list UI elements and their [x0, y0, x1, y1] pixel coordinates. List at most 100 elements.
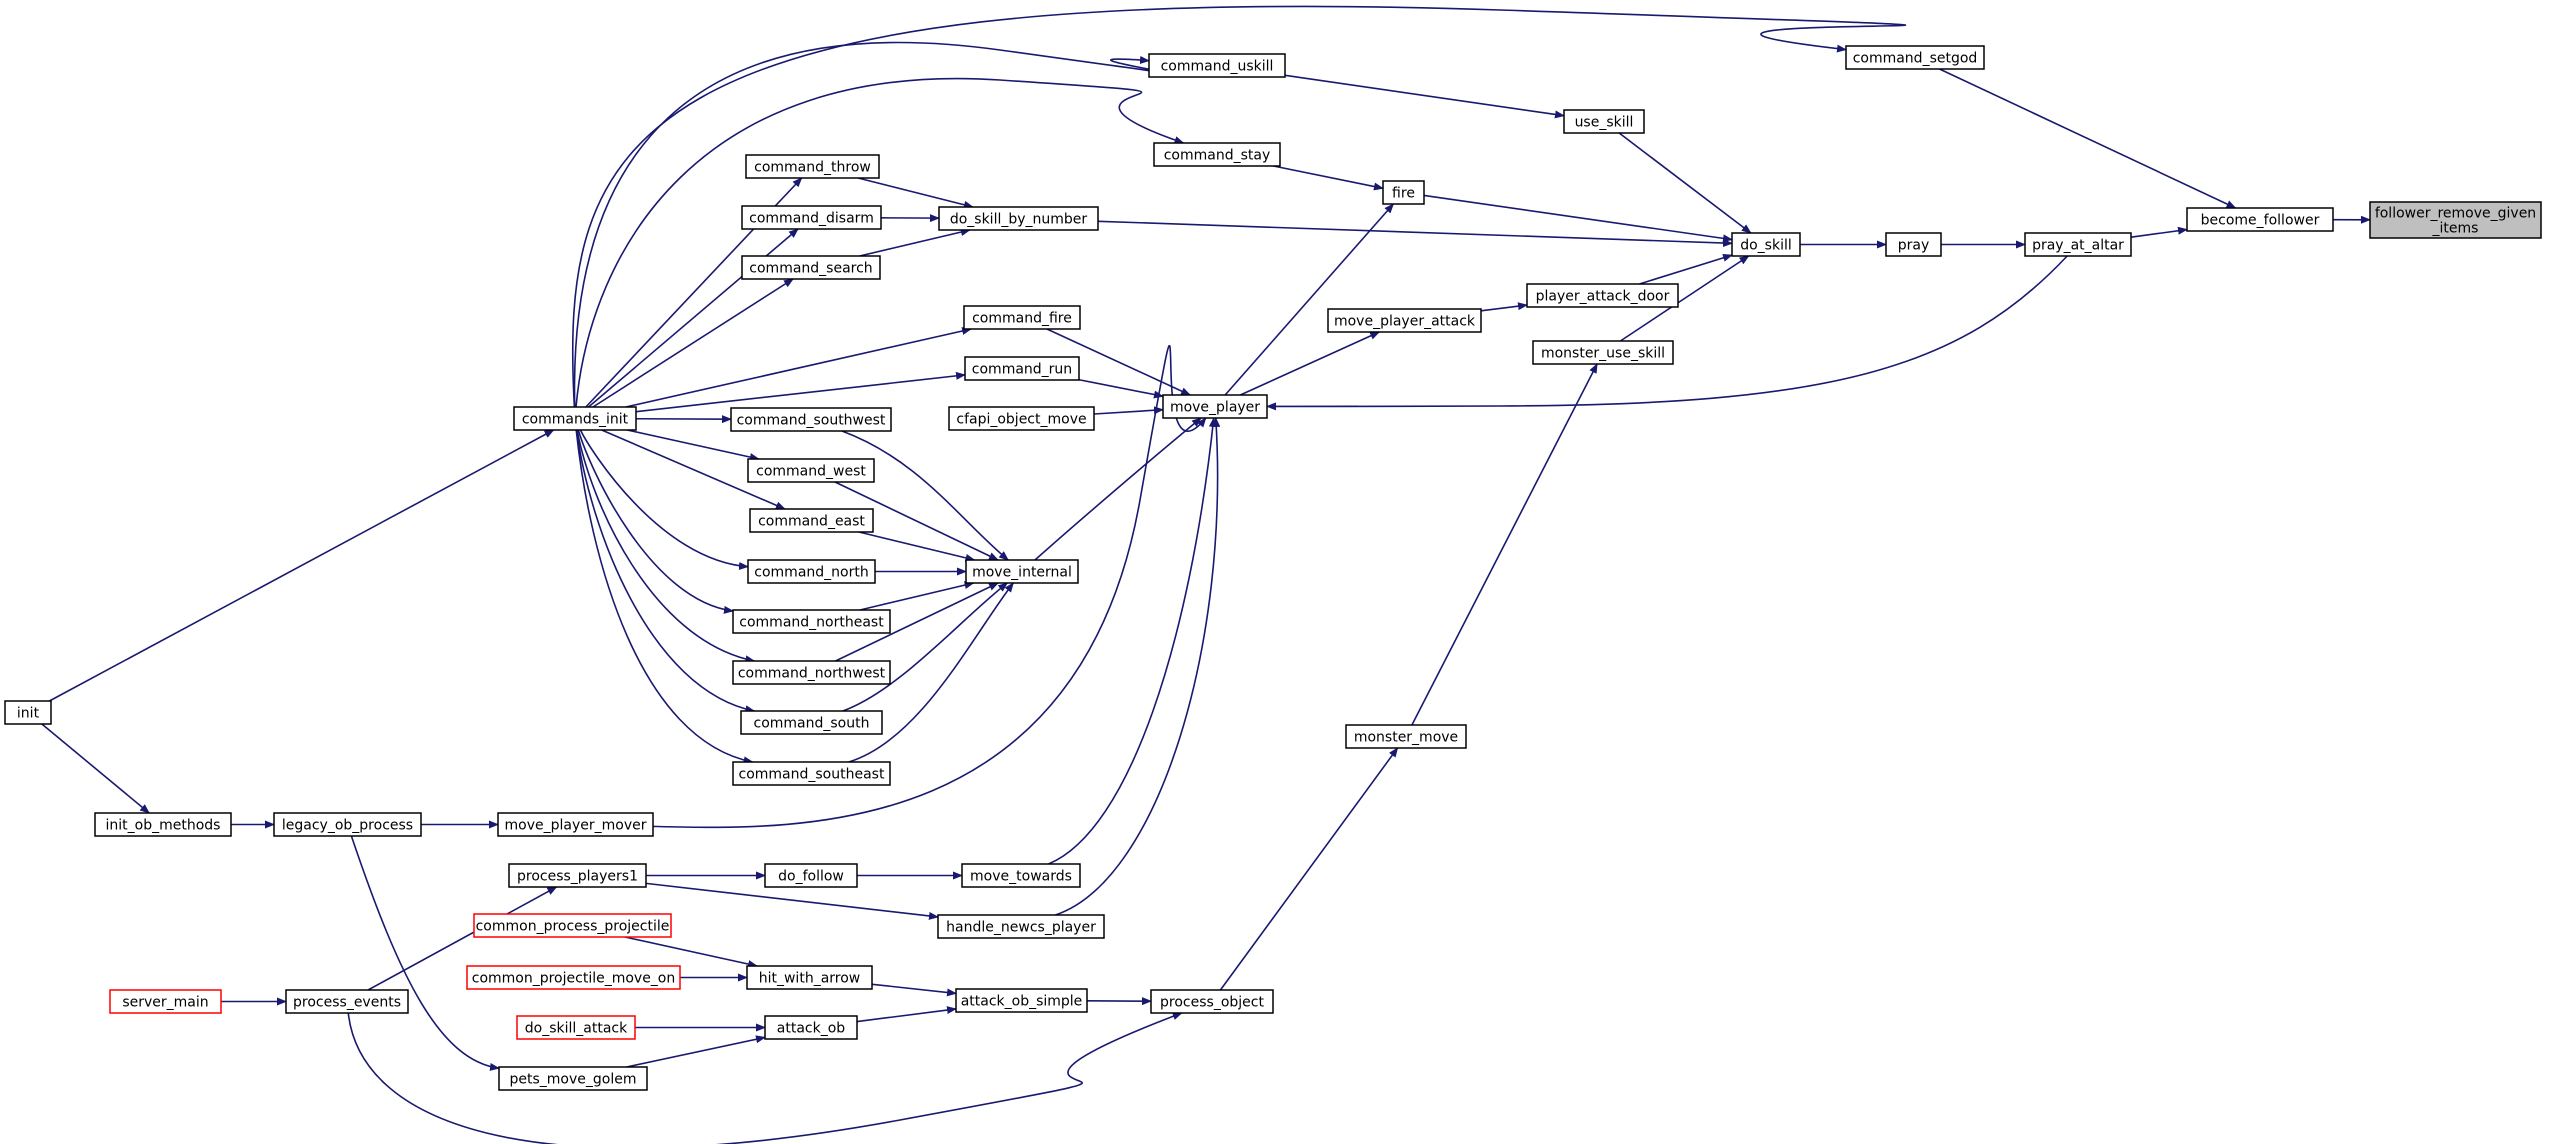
node-use-skill[interactable]: use_skill [1563, 109, 1645, 134]
edge-command_west-to-move_internal [834, 481, 999, 561]
node-init[interactable]: init [4, 700, 52, 725]
edge-path [575, 77, 1185, 408]
edge-path [347, 1012, 1183, 1144]
node-label: command_throw [754, 160, 871, 176]
node-box [937, 914, 1105, 939]
node-label: become_follower [2201, 213, 2320, 229]
edge-monster_use_skill-to-do_skill [1619, 255, 1750, 342]
edge-path [575, 429, 754, 765]
node-box [285, 989, 409, 1014]
node-command-east[interactable]: command_east [749, 508, 874, 533]
node-pray-at-altar[interactable]: pray_at_altar [2024, 232, 2132, 257]
node-do-skill-by-number[interactable]: do_skill_by_number [938, 206, 1099, 231]
node-fire[interactable]: fire [1382, 180, 1425, 205]
edge-path [1240, 331, 1381, 396]
node-box [740, 710, 883, 735]
node-command-uskill[interactable]: command_uskill [1148, 53, 1286, 78]
node-command-stay[interactable]: command_stay [1153, 142, 1281, 167]
node-legacy-ob-process[interactable]: legacy_ob_process [273, 812, 422, 837]
node-label: attack_ob [777, 1021, 846, 1037]
edge-pets_move_golem-to-attack_ob [626, 1035, 766, 1068]
node-command-west[interactable]: command_west [747, 458, 875, 483]
edge-command_search-to-do_skill_by_number [859, 228, 971, 257]
edge-path [1055, 417, 1221, 916]
node-label: follower_remove_given [2375, 206, 2536, 222]
node-command-northwest[interactable]: command_northwest [732, 660, 891, 685]
node-box [965, 559, 1079, 584]
node-box [497, 812, 654, 837]
node-common-projectile-move-on[interactable]: common_projectile_move_on [466, 965, 681, 990]
node-do-skill[interactable]: do_skill [1731, 232, 1801, 257]
node-init-ob-methods[interactable]: init_ob_methods [94, 812, 232, 837]
node-label: handle_newcs_player [946, 920, 1096, 936]
node-follower-remove-given-items[interactable]: follower_remove_given_items [2369, 201, 2542, 239]
node-command-south[interactable]: command_south [740, 710, 883, 735]
node-label: command_southwest [737, 413, 886, 429]
node-label: command_disarm [749, 211, 874, 227]
node-do-follow[interactable]: do_follow [764, 863, 858, 888]
node-command-search[interactable]: command_search [741, 255, 881, 280]
node-box [741, 255, 881, 280]
node-box [764, 1015, 858, 1040]
edge-path [1046, 328, 1191, 396]
node-pray[interactable]: pray [1885, 232, 1942, 257]
node-label: do_skill_attack [525, 1021, 628, 1037]
edge-path [625, 327, 973, 408]
node-box [961, 863, 1081, 888]
node-label: attack_ob_simple [961, 994, 1083, 1010]
node-box [1885, 232, 1942, 257]
node-move-player-mover[interactable]: move_player_mover [497, 812, 654, 837]
node-move-towards[interactable]: move_towards [961, 863, 1081, 888]
node-box [741, 205, 882, 230]
node-box [508, 863, 647, 888]
edge-path [848, 582, 1014, 763]
node-monster-use-skill[interactable]: monster_use_skill [1532, 340, 1674, 365]
node-server-main[interactable]: server_main [109, 989, 222, 1014]
node-command-throw[interactable]: command_throw [745, 154, 880, 179]
node-process-events[interactable]: process_events [285, 989, 409, 1014]
node-pets-move-golem[interactable]: pets_move_golem [498, 1066, 648, 1091]
node-command-setgod[interactable]: command_setgod [1845, 45, 1985, 70]
edge-path [645, 882, 939, 920]
edge-commands_init-to-command_northwest [576, 429, 756, 664]
edge-move_player-to-fire [1224, 203, 1395, 396]
node-process-object[interactable]: process_object [1150, 989, 1274, 1014]
node-box [747, 559, 876, 584]
node-command-run[interactable]: command_run [964, 356, 1080, 381]
node-move-internal[interactable]: move_internal [965, 559, 1079, 584]
node-command-southwest[interactable]: command_southwest [730, 407, 892, 432]
node-command-southeast[interactable]: command_southeast [732, 761, 891, 786]
node-process-players1[interactable]: process_players1 [508, 863, 647, 888]
node-cfapi-object-move[interactable]: cfapi_object_move [948, 406, 1095, 431]
node-command-disarm[interactable]: command_disarm [741, 205, 882, 230]
node-hit-with-arrow[interactable]: hit_with_arrow [746, 965, 873, 990]
node-move-player-attack[interactable]: move_player_attack [1327, 308, 1482, 333]
node-command-fire[interactable]: command_fire [963, 305, 1081, 330]
node-label: move_internal [972, 565, 1072, 581]
node-attack-ob-simple[interactable]: attack_ob_simple [955, 988, 1088, 1013]
edge-commands_init-to-command_stay [575, 77, 1185, 408]
node-handle-newcs-player[interactable]: handle_newcs_player [937, 914, 1105, 939]
node-command-northeast[interactable]: command_northeast [732, 609, 891, 634]
edge-pray_at_altar-to-become_follower [2130, 226, 2188, 239]
node-do-skill-attack[interactable]: do_skill_attack [516, 1015, 636, 1040]
node-monster-move[interactable]: monster_move [1345, 724, 1467, 749]
edge-path [41, 723, 150, 814]
node-label: command_southeast [739, 767, 885, 783]
node-label: init_ob_methods [106, 818, 221, 834]
node-command-north[interactable]: command_north [747, 559, 876, 584]
edge-commands_init-to-command_search [592, 278, 794, 408]
node-box [516, 1015, 636, 1040]
edge-path [1423, 194, 1733, 243]
node-player-attack-door[interactable]: player_attack_door [1526, 283, 1679, 308]
node-label: do_follow [778, 869, 844, 885]
node-attack-ob[interactable]: attack_ob [764, 1015, 858, 1040]
node-common-process-projectile[interactable]: common_process_projectile [473, 913, 672, 938]
edge-path [571, 5, 1907, 408]
node-label: command_uskill [1161, 59, 1274, 75]
node-commands-init[interactable]: commands_init [513, 406, 637, 431]
node-become-follower[interactable]: become_follower [2186, 207, 2334, 232]
edge-handle_newcs_player-to-move_player [1055, 417, 1221, 916]
node-label: command_north [754, 565, 868, 581]
node-move-player[interactable]: move_player [1162, 394, 1268, 419]
